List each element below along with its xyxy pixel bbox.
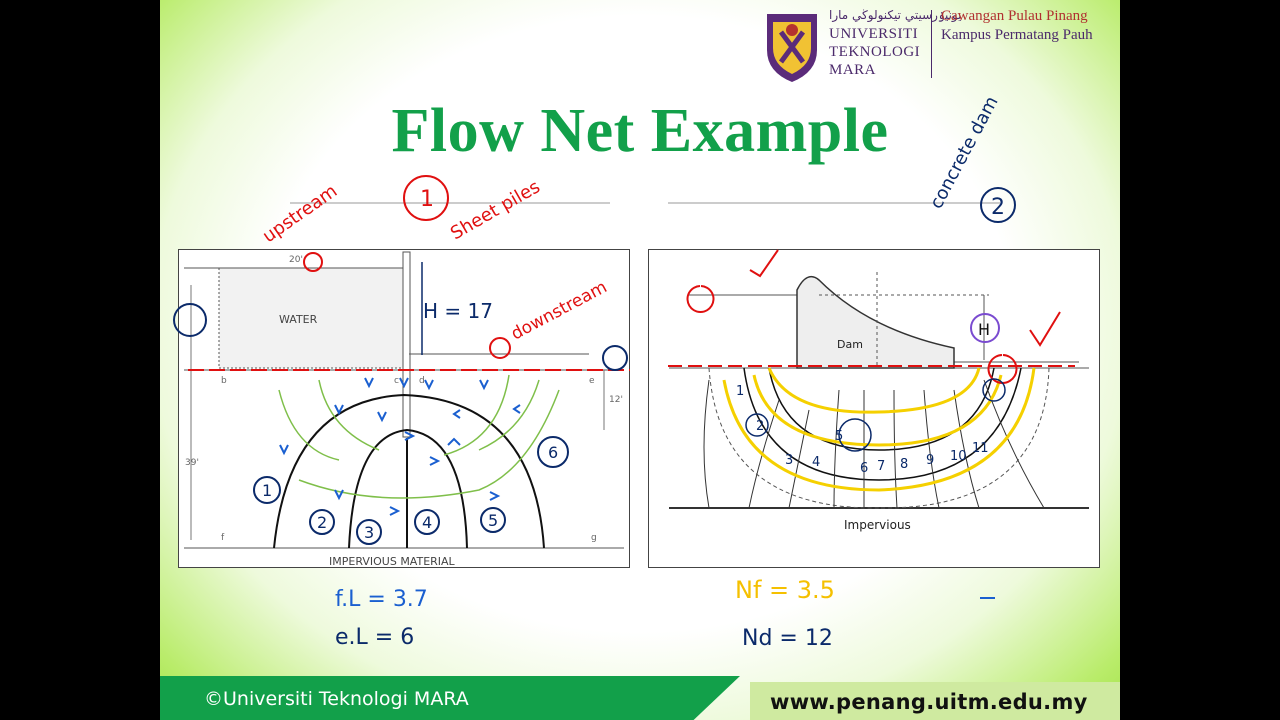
logo-divider <box>931 10 932 78</box>
point-b-label: b <box>221 376 227 386</box>
dim-right-label: 12' <box>609 395 623 405</box>
water-label: WATER <box>279 313 318 326</box>
footer-light-band <box>750 682 1120 720</box>
footer-green-band <box>160 676 740 720</box>
annotation-one: 1 <box>420 187 434 212</box>
jawi-name: ﯾﻮﻧﯿۏرسيتي تيكنولوڬي مارا <box>829 8 962 22</box>
impervious-label: Impervious <box>844 518 911 532</box>
annotation-nf-right: Nf = 3.5 <box>735 576 835 604</box>
annotation-nf-left: f.L = 3.7 <box>335 587 428 612</box>
campus-line2: Kampus Permatang Pauh <box>941 27 1093 43</box>
campus-line1: Cawangan Pulau Pinang <box>941 8 1088 24</box>
university-line3: MARA <box>829 62 877 78</box>
annotation-two: 2 <box>991 195 1005 220</box>
uitm-logo: ﯾﻮﻧﯿۏرسيتي تيكنولوڬي مارا UNIVERSITI TEK… <box>763 8 1113 86</box>
dam-diagram: Dam Impervious <box>669 272 1089 532</box>
university-line2: TEKNOLOGI <box>829 44 921 60</box>
point-f-label: f <box>221 533 225 543</box>
impervious-material-label: IMPERVIOUS MATERIAL <box>329 555 456 567</box>
dim-top-label: 20' <box>289 255 303 265</box>
annotation-nd-left: e.L = 6 <box>335 625 414 650</box>
sheet-pile-flow-net: WATER IMPERVIOUS MATERIAL 12' 39' b c d … <box>178 249 630 568</box>
dim-left-label: 39' <box>185 458 199 468</box>
dam-label: Dam <box>837 338 863 351</box>
footer-copyright: ©Universiti Teknologi MARA <box>204 688 469 710</box>
university-line1: UNIVERSITI <box>829 26 919 42</box>
sheet-pile-diagram: WATER IMPERVIOUS MATERIAL 12' 39' b c d … <box>184 251 624 567</box>
point-d-label: d <box>419 376 425 386</box>
point-g-label: g <box>591 533 597 543</box>
dam-flow-net: Dam Impervious <box>648 249 1100 568</box>
annotation-nd-right: Nd = 12 <box>742 626 833 651</box>
point-c-label: c <box>394 376 399 386</box>
slide-title: Flow Net Example <box>391 97 889 165</box>
footer-url[interactable]: www.penang.uitm.edu.my <box>770 690 1088 714</box>
annotation-upstream: upstream <box>259 181 341 247</box>
slide: ﯾﻮﻧﯿۏرسيتي تيكنولوڬي مارا UNIVERSITI TEK… <box>160 0 1120 720</box>
point-e-label: e <box>589 376 595 386</box>
annotation-sheet-piles: Sheet piles <box>447 176 544 244</box>
uitm-crest-icon <box>767 14 817 82</box>
